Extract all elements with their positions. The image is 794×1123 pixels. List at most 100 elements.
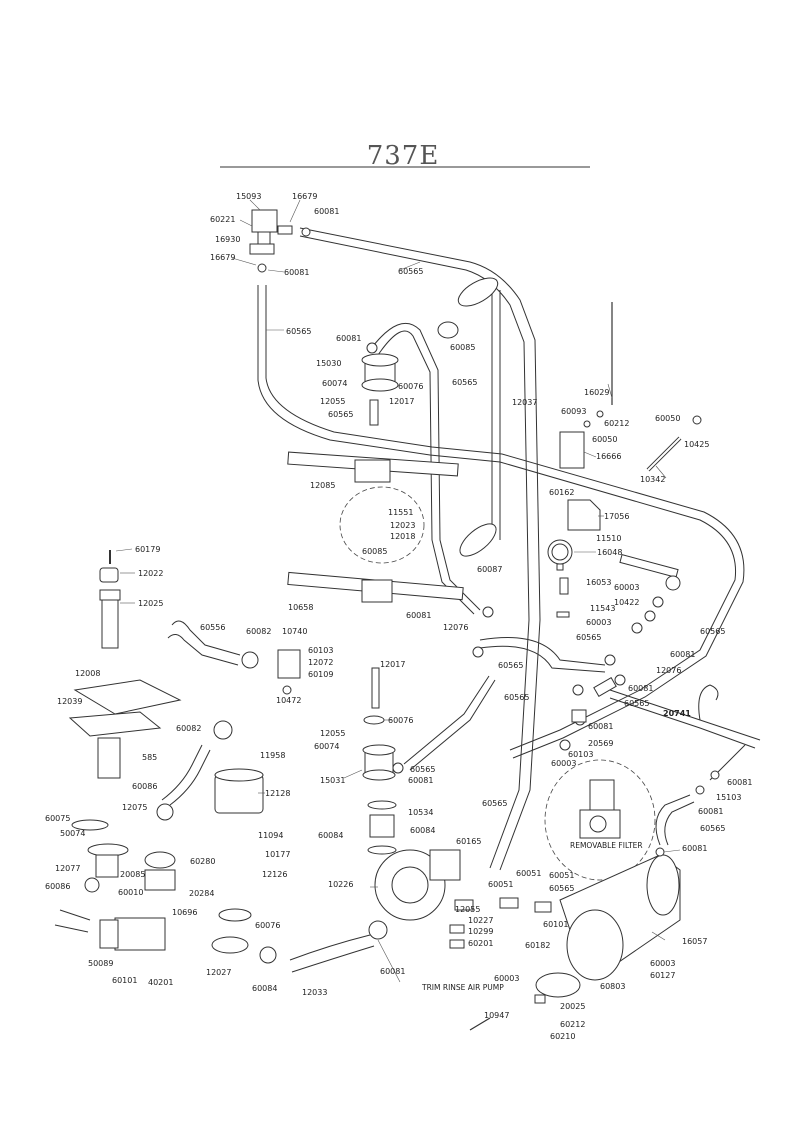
part-label: 60093 — [561, 407, 586, 416]
part-label: 16679 — [292, 192, 317, 201]
part-label: 16053 — [586, 578, 611, 587]
part-label: 12055 — [455, 905, 480, 914]
part-label: 60081 — [336, 334, 361, 343]
part-label: 11551 — [388, 508, 413, 517]
part-label: 60082 — [176, 724, 201, 733]
part-label: 11958 — [260, 751, 285, 760]
part-label: 15031 — [320, 776, 345, 785]
part-label: 60076 — [398, 382, 423, 391]
part-label: 60081 — [698, 807, 723, 816]
part-label: 60085 — [362, 547, 387, 556]
part-label: 12076 — [443, 623, 468, 632]
part-label: 12055 — [320, 397, 345, 406]
part-label: 60081 — [628, 684, 653, 693]
part-label: 20085 — [120, 870, 145, 879]
part-label: 12008 — [75, 669, 100, 678]
part-label: 11543 — [590, 604, 615, 613]
part-label: 60165 — [456, 837, 481, 846]
part-label: 40201 — [148, 978, 173, 987]
part-label: 60101 — [112, 976, 137, 985]
part-label: 60076 — [388, 716, 413, 725]
part-label: 60565 — [482, 799, 507, 808]
part-label: 60565 — [498, 661, 523, 670]
part-label: 12055 — [320, 729, 345, 738]
part-label: 10226 — [328, 880, 353, 889]
part-label: 12076 — [656, 666, 681, 675]
part-label: 10740 — [282, 627, 307, 636]
part-label: 60051 — [488, 880, 513, 889]
part-label: 11094 — [258, 831, 283, 840]
part-label: 60050 — [655, 414, 680, 423]
part-label: 16029 — [584, 388, 609, 397]
part-label: 10342 — [640, 475, 665, 484]
part-label: 60081 — [284, 268, 309, 277]
diagram-title: 737E — [367, 141, 440, 171]
part-label: 60084 — [410, 826, 435, 835]
part-label: 12018 — [390, 532, 415, 541]
part-label: 12128 — [265, 789, 290, 798]
part-label: 15103 — [716, 793, 741, 802]
part-label: 60081 — [682, 844, 707, 853]
part-label: 12033 — [302, 988, 327, 997]
part-label: 12126 — [262, 870, 287, 879]
part-label: 20569 — [588, 739, 613, 748]
part-label: 12039 — [57, 697, 82, 706]
part-label: 60212 — [604, 419, 629, 428]
part-label: 60003 — [614, 583, 639, 592]
part-label: 585 — [142, 753, 157, 762]
part-label: 60565 — [286, 327, 311, 336]
part-label: 60565 — [410, 765, 435, 774]
leader-lines — [115, 199, 681, 983]
part-label: 60127 — [650, 971, 675, 980]
note-removable-filter: REMOVABLE FILTER — [570, 841, 643, 850]
part-label: 60179 — [135, 545, 160, 554]
part-label: 60084 — [318, 831, 343, 840]
note-trim-rinse-air-pump: TRIM RINSE AIR PUMP — [421, 983, 504, 992]
part-label: 60565 — [452, 378, 477, 387]
part-label: 16057 — [682, 937, 707, 946]
part-label: 60082 — [246, 627, 271, 636]
hose-network — [257, 227, 761, 973]
part-label: 12075 — [122, 803, 147, 812]
part-label: 60101 — [543, 920, 568, 929]
part-label: 60051 — [549, 871, 574, 880]
manifold-pipes — [287, 451, 464, 603]
part-label: 50089 — [88, 959, 113, 968]
part-label: 16048 — [597, 548, 622, 557]
part-label: 15093 — [236, 192, 261, 201]
part-label: 60565 — [328, 410, 353, 419]
part-label: 60565 — [504, 693, 529, 702]
part-label: 12077 — [55, 864, 80, 873]
part-label: 60076 — [255, 921, 280, 930]
part-label: 60565 — [549, 884, 574, 893]
part-label: 60556 — [200, 623, 225, 632]
part-label: 10696 — [172, 908, 197, 917]
part-label: 10425 — [684, 440, 709, 449]
part-label: 12017 — [380, 660, 405, 669]
part-label: 60103 — [568, 750, 593, 759]
part-label: 60103 — [308, 646, 333, 655]
part-label: 60003 — [494, 974, 519, 983]
part-label: 10947 — [484, 1011, 509, 1020]
part-label: 60086 — [132, 782, 157, 791]
part-label: 12017 — [389, 397, 414, 406]
part-label: 60050 — [592, 435, 617, 444]
part-label: 60081 — [588, 722, 613, 731]
part-label: 12085 — [310, 481, 335, 490]
part-label: 60003 — [551, 759, 576, 768]
part-label: 60084 — [252, 984, 277, 993]
part-label: 60087 — [477, 565, 502, 574]
part-label: 20284 — [189, 889, 214, 898]
part-label: 11510 — [596, 534, 621, 543]
part-label: 60074 — [314, 742, 339, 751]
part-label: 60081 — [670, 650, 695, 659]
detail-circle-filter — [544, 759, 656, 881]
part-label: 60085 — [450, 343, 475, 352]
part-label: 60280 — [190, 857, 215, 866]
part-label: 16666 — [596, 452, 621, 461]
part-label: 50074 — [60, 829, 85, 838]
part-label: 60210 — [550, 1032, 575, 1041]
part-label: 60086 — [45, 882, 70, 891]
part-label: 60109 — [308, 670, 333, 679]
